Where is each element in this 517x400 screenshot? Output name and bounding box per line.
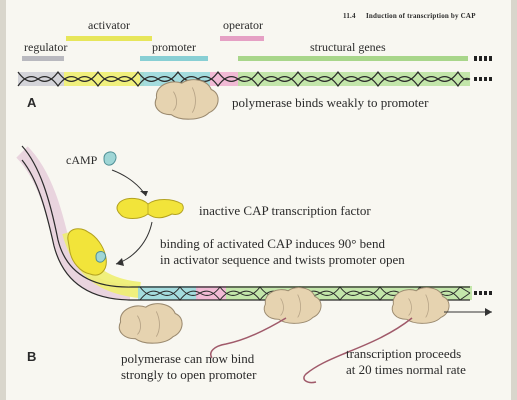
polymerase-b-transcribing-2 (391, 287, 450, 324)
camp-molecule (103, 151, 117, 166)
operator-label: operator (223, 18, 263, 32)
binding-caption-line1: binding of activated CAP induces 90° ben… (160, 236, 385, 251)
inactive-cap-label: inactive CAP transcription factor (199, 203, 371, 218)
dna-helix-b (16, 145, 472, 301)
promoter-bar (140, 56, 208, 61)
mrna-1 (210, 317, 287, 359)
panel-b-label: B (27, 349, 37, 364)
panel-a-caption: polymerase binds weakly to promoter (232, 95, 429, 110)
activator-label: activator (88, 18, 130, 32)
regulator-label: regulator (24, 40, 68, 54)
regulator-bar (22, 56, 64, 61)
dna-end-dots-a (474, 77, 492, 81)
arrow-camp-to-cap (111, 169, 147, 197)
right-page-edge (511, 0, 517, 400)
operator-bar (220, 36, 264, 41)
activated-cap-bound (67, 228, 107, 276)
panel-a-label: A (27, 95, 37, 110)
camp-label: cAMP (66, 153, 98, 167)
mrna-2 (303, 317, 413, 384)
camp-bound (95, 251, 106, 263)
arrow-cap-to-dna (115, 221, 153, 265)
structural-genes-bar (238, 56, 468, 61)
polymerase-a (154, 79, 219, 120)
binding-caption-line2: in activator sequence and twists promote… (160, 252, 405, 267)
polymerase-caption-line1: polymerase can now bind (121, 351, 255, 366)
promoter-label: promoter (152, 40, 196, 54)
figure-title: Induction of transcription by CAP (366, 12, 476, 20)
left-page-edge (0, 0, 6, 400)
inactive-cap-protein (116, 197, 184, 219)
transcription-caption-line1: transcription proceeds (346, 346, 462, 361)
polymerase-caption-line2: strongly to open promoter (121, 367, 257, 382)
transcription-caption-line2: at 20 times normal rate (346, 362, 466, 377)
structural-genes-label: structural genes (310, 40, 386, 54)
structural-genes-continuation-dots (474, 56, 492, 61)
dna-end-dots-b (474, 291, 492, 295)
polymerase-b-promoter (118, 303, 183, 344)
activator-bar (66, 36, 152, 41)
polymerase-b-transcribing-1 (263, 287, 322, 324)
figure-number: 11.4 (343, 12, 356, 20)
dna-helix-a (17, 70, 471, 88)
